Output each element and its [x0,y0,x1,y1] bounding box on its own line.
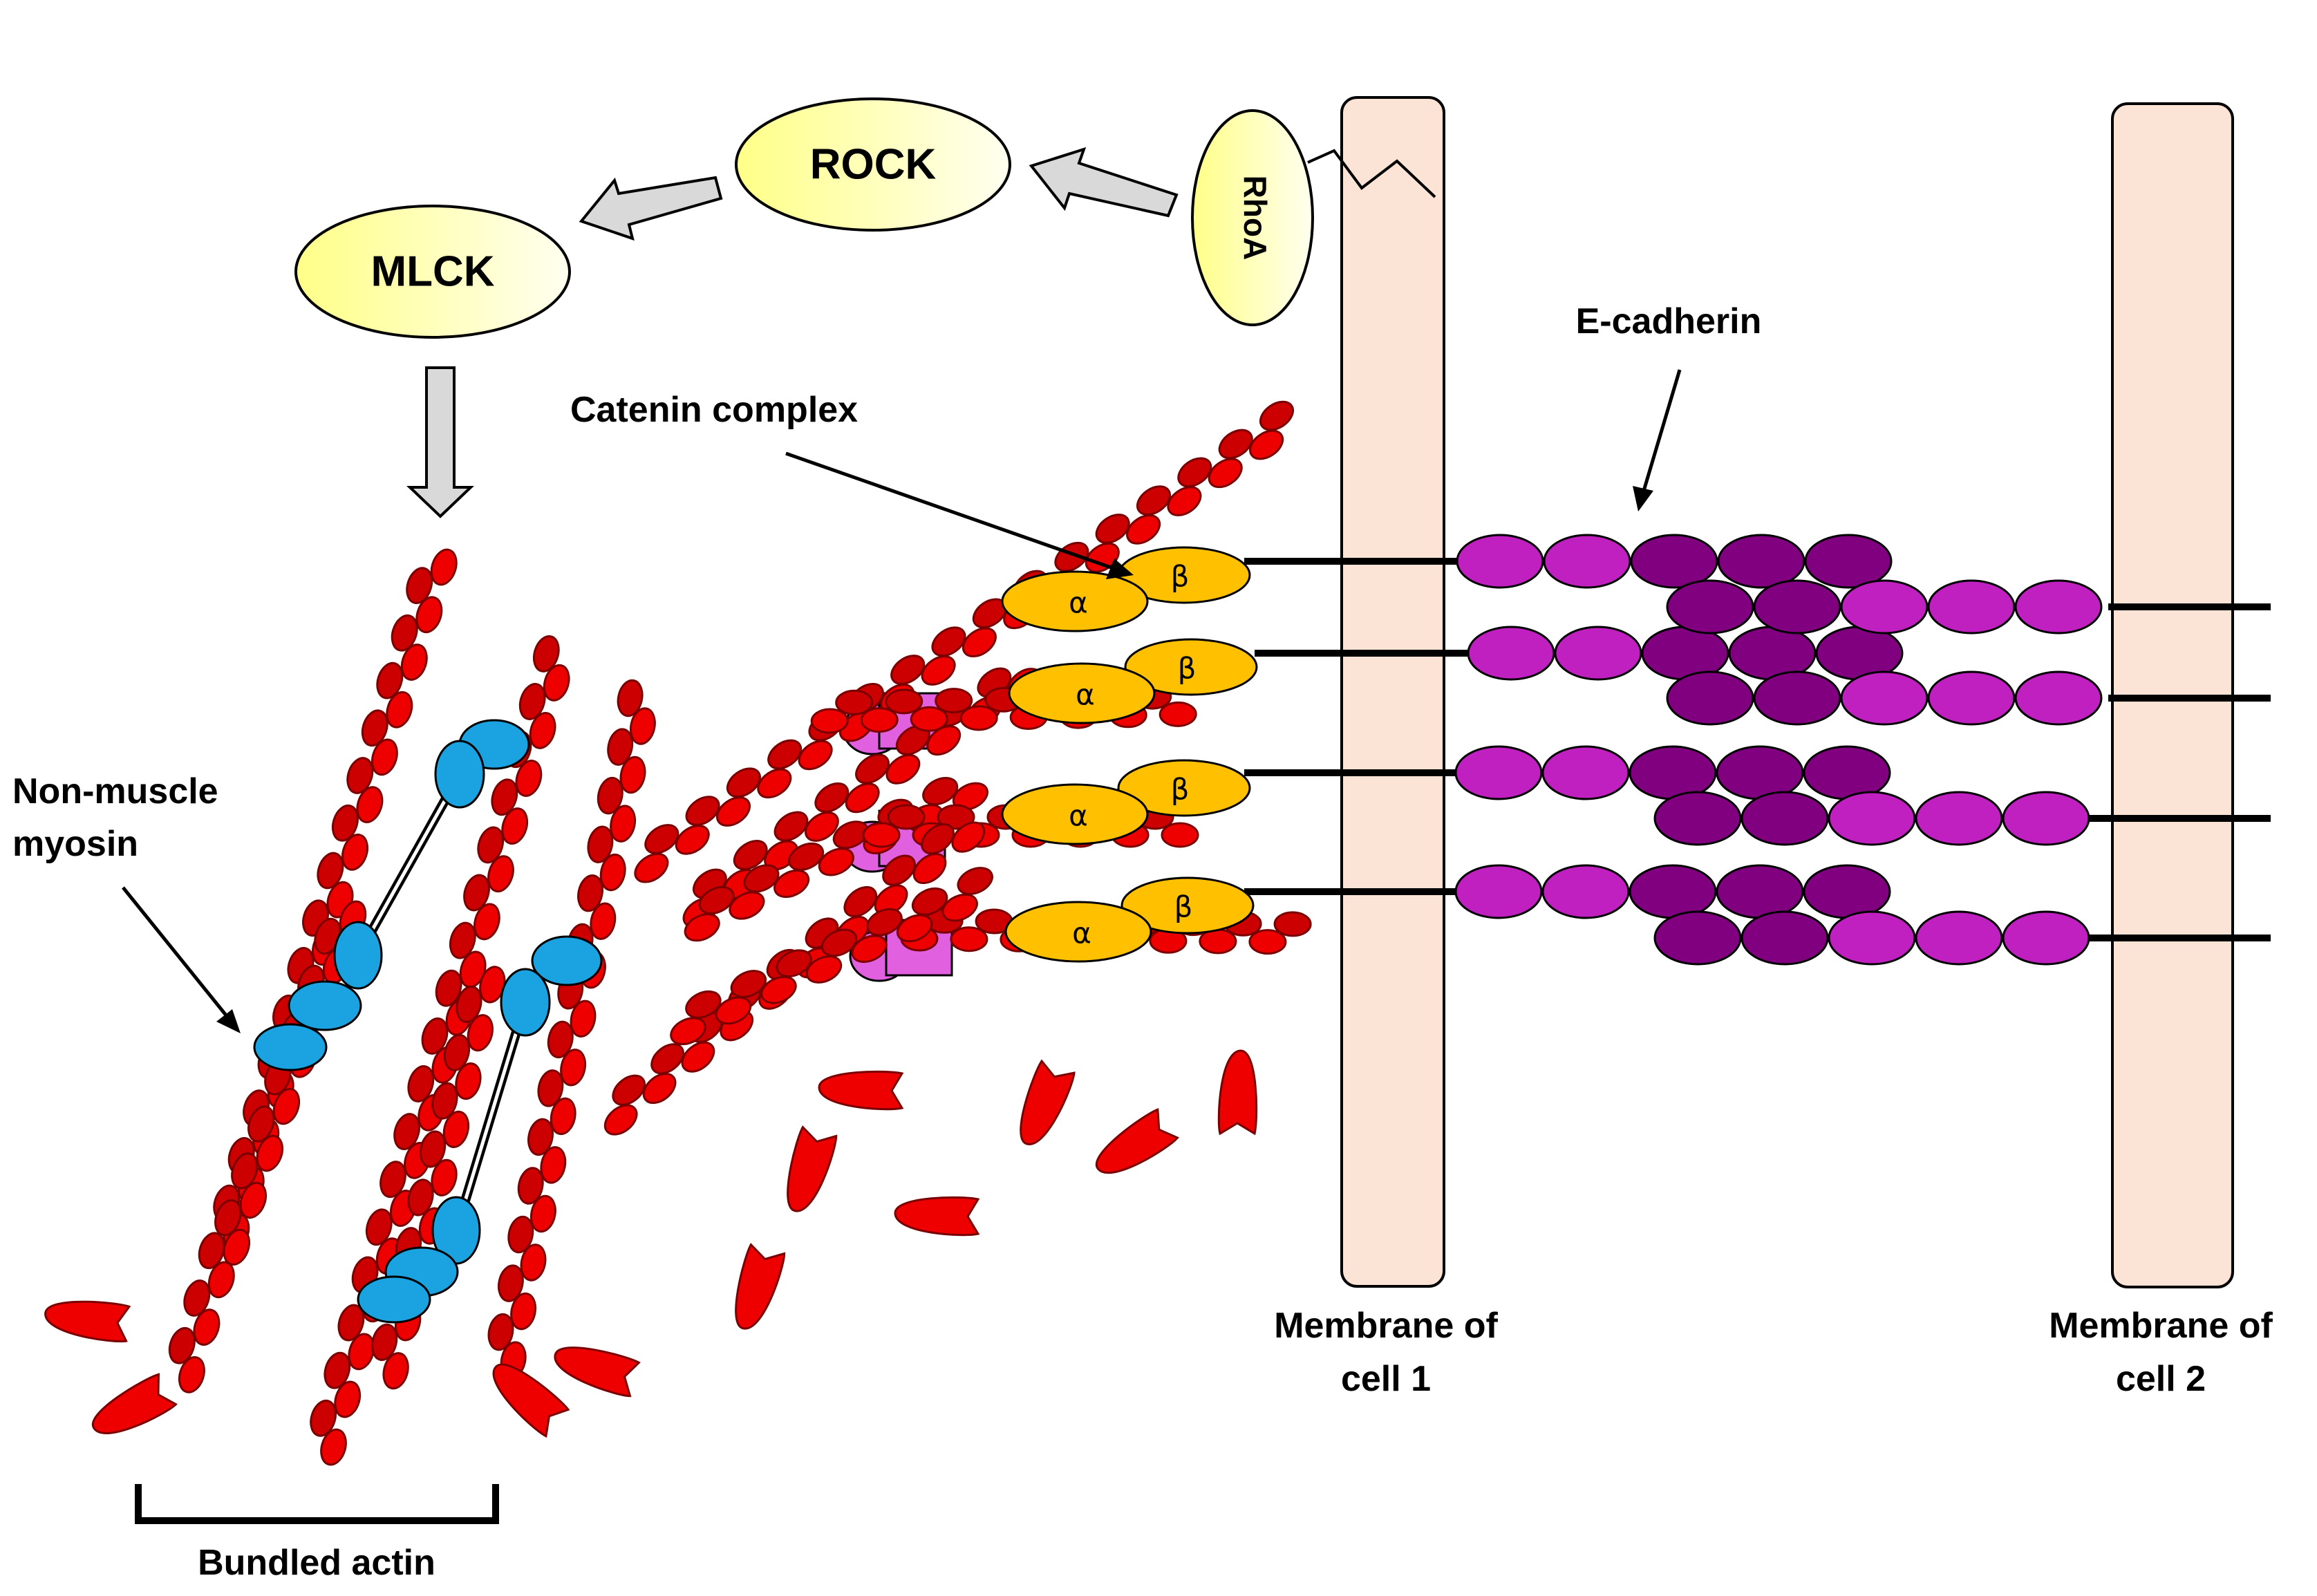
arrow-rhoa-to-rock [1029,147,1179,218]
actin-monomer [492,1363,570,1438]
actin-monomer [44,1300,131,1343]
rock-node: ROCK [735,97,1011,232]
e-cadherin-cell1-row-1 [1456,534,1893,589]
e-cadherin-cell2-row-3 [1653,791,2090,846]
non-muscle-myosin-label-line2: myosin [12,824,138,864]
rhoa-node: RhoA [1191,109,1314,326]
actin-filament-top [634,400,1294,883]
arrow-rock-to-mlck [579,176,723,241]
bundled-actin-filament-3 [487,679,656,1379]
membrane-cell-1 [1340,96,1445,1288]
e-cadherin-cell2-row-4 [1653,910,2090,966]
catenin-complex-3: βα [1001,759,1251,845]
catenin-complex-label: Catenin complex [570,390,858,430]
non-muscle-myosin-1 [253,719,530,1071]
membrane-cell1-label-line2: cell 1 [1341,1359,1431,1399]
e-cadherin-cell1-row-4 [1454,864,1891,919]
alpha-catenin-label: α [1069,799,1088,833]
mlck-node: MLCK [294,205,571,339]
rhoa-anchor [1307,149,1436,198]
catenin-complex-2: βα [1008,638,1258,724]
beta-catenin-label: β [1178,652,1197,686]
mlck-label: MLCK [370,247,494,295]
alpha-catenin-label: α [1076,678,1095,712]
non-muscle-myosin-label-line1: Non-muscle [12,771,218,811]
e-cadherin-label: E-cadherin [1576,301,1762,341]
actin-monomer [554,1346,641,1398]
beta-catenin-label: β [1174,890,1193,924]
e-cadherin-cell2-row-1 [1666,579,2103,635]
rock-label: ROCK [810,140,937,188]
membrane-cell1-label-line1: Membrane of [1274,1306,1498,1346]
actin-filament-4c [670,867,993,1046]
catenin-complex-1: βα [1001,546,1251,632]
actin-monomer [735,1243,786,1330]
actin-monomer [894,1196,980,1237]
e-cadherin-cell1-row-3 [1454,745,1891,800]
e-cadherin-cell1-row-2 [1467,626,1904,681]
bundled-actin-filament-2 [310,635,570,1466]
actin-monomer [91,1373,178,1434]
rhoa-label: RhoA [1237,176,1273,261]
non-muscle-myosin-2 [357,935,603,1324]
arrow-mlck-to-actin [406,366,474,518]
bundled-actin-filament-4 [370,966,506,1390]
actin-monomer [1020,1059,1076,1145]
membrane-cell2-label-line1: Membrane of [2049,1306,2273,1346]
pointer-arrows [122,369,1682,1033]
bundled-actin-bracket [135,1484,499,1524]
actin-filament-3a [684,777,988,942]
alpha-catenin-label: α [1069,586,1088,620]
actin-monomer [818,1070,904,1111]
actin-monomer [1095,1107,1179,1174]
actin-monomer [1217,1049,1258,1136]
actin-monomer [787,1125,838,1212]
beta-catenin-label: β [1171,560,1190,594]
bundled-actin-label: Bundled actin [198,1543,435,1583]
beta-catenin-label: β [1171,773,1190,807]
membrane-cell2-label-line2: cell 2 [2116,1359,2206,1399]
alpha-catenin-label: α [1072,917,1091,950]
e-cadherin-cell2-row-2 [1666,670,2103,726]
catenin-complex-4: βα [1004,876,1255,963]
